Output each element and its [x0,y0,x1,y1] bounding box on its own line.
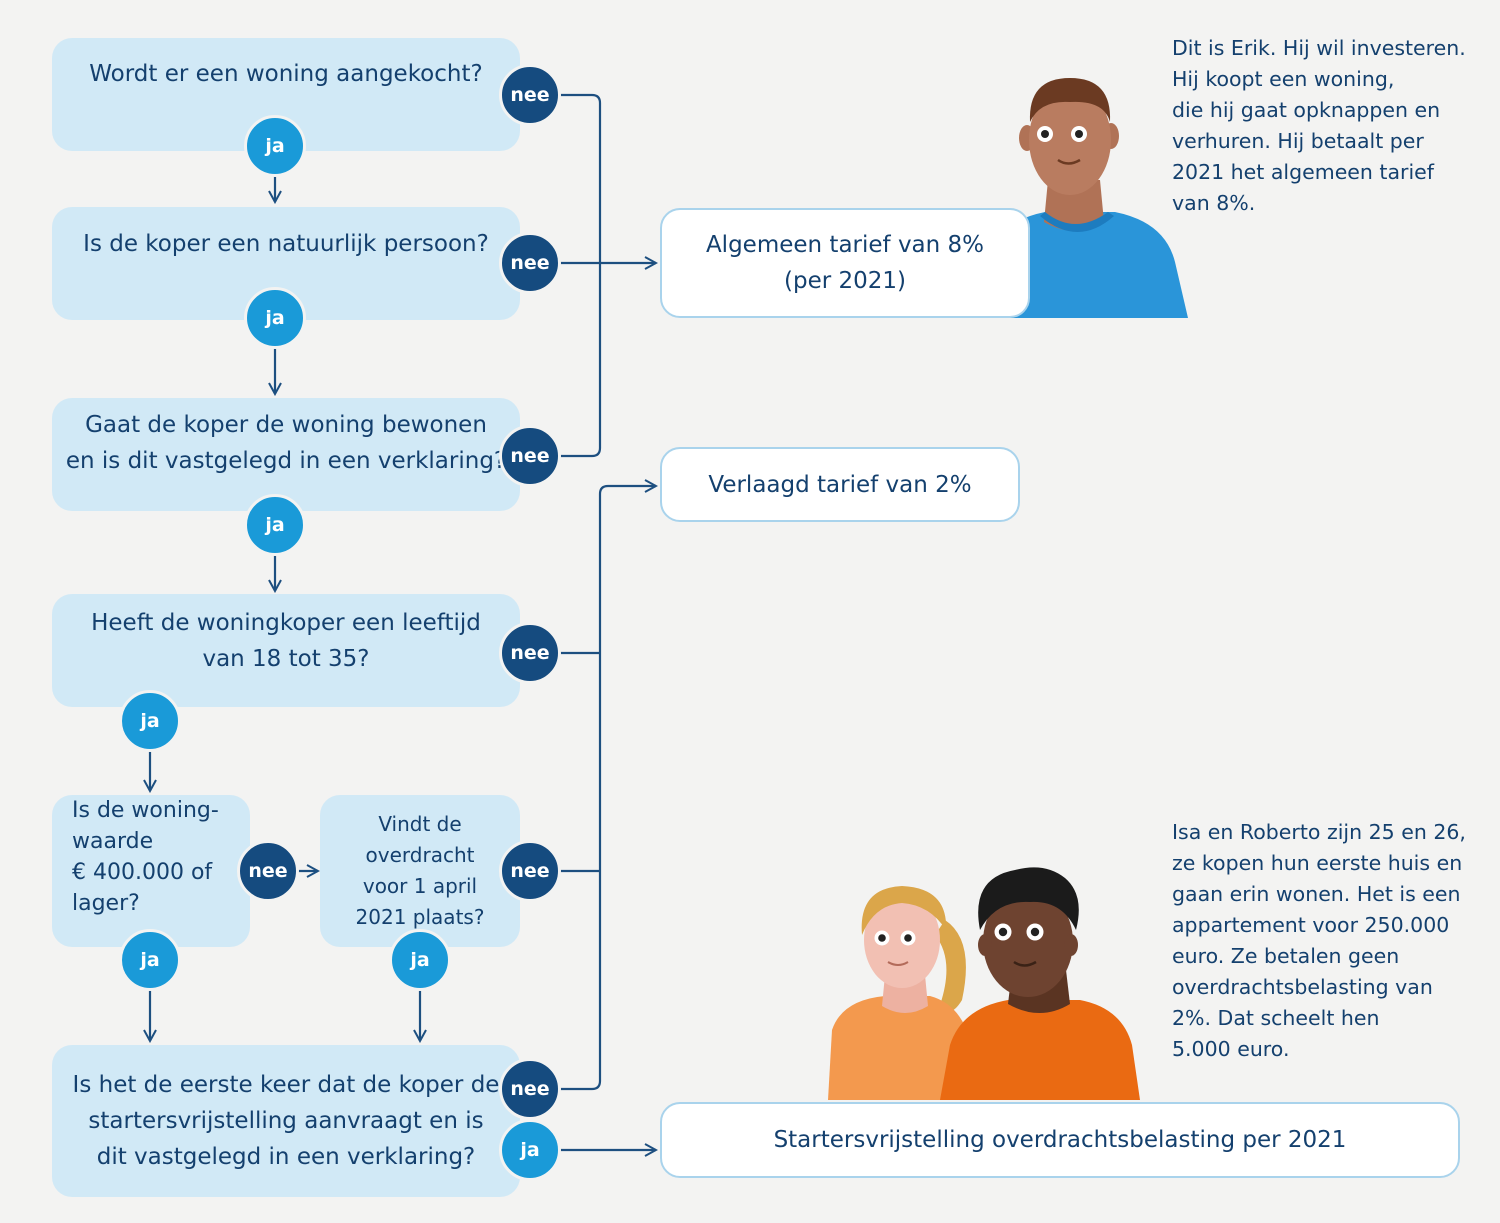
question-text-line: waarde [72,829,154,854]
nee-line-reduced [558,486,656,1091]
question-text-line: van 18 tot 35? [202,645,370,672]
question-text-line: startersvrijstelling aanvraagt en is [88,1108,484,1134]
question-text-line: Is het de eerste keer dat de koper de [72,1072,500,1098]
story-line: Dit is Erik. Hij wil investeren. [1172,36,1466,60]
question-text: Wordt er een woning aangekocht? [89,60,483,87]
story-line: gaan erin wonen. Het is een [1172,882,1461,906]
story-line: die hij gaat opknappen en [1172,98,1441,122]
question-eerste-keer: Is het de eerste keer dat de koper de st… [52,1045,520,1197]
story-line: euro. Ze betalen geen [1172,944,1400,968]
ja-badge-q3: ja [244,494,306,556]
roberto-illustration [940,867,1140,1100]
question-text-line: Is de woning- [72,798,219,823]
nee-badge-q7: nee [499,1058,561,1120]
story-line: 2%. Dat scheelt hen [1172,1006,1380,1030]
story-line: verhuren. Hij betaalt per [1172,129,1424,153]
question-text-line: Gaat de koper de woning bewonen [85,411,487,438]
question-text-line: en is dit vastgelegd in een verklaring? [65,447,507,474]
result-text-line: Algemeen tarief van 8% [705,232,985,258]
result-algemeen-tarief: Algemeen tarief van 8% (per 2021) [660,208,1030,318]
ja-badge-q7: ja [499,1119,561,1181]
nee-badge-q4: nee [499,622,561,684]
nee-badge-q1: nee [499,64,561,126]
story-line: ze kopen hun eerste huis en [1172,851,1463,875]
nee-line-q1 [558,93,602,458]
ja-badge-q2: ja [244,287,306,349]
result-startersvrijstelling: Startersvrijstelling overdrachtsbelastin… [660,1102,1460,1178]
question-text-line: 2021 plaats? [355,905,485,929]
question-text-line: € 400.000 of [72,860,213,885]
result-verlaagd-tarief: Verlaagd tarief van 2% [660,447,1020,522]
story-line: 2021 het algemeen tarief [1172,160,1434,184]
nee-badge-q3: nee [499,425,561,487]
ja-badge-q6: ja [389,929,451,991]
question-text-line: dit vastgelegd in een verklaring? [96,1144,476,1170]
question-text-line: lager? [72,891,140,916]
isa-illustration [828,886,972,1100]
couple-story: Isa en Roberto zijn 25 en 26, ze kopen h… [1172,817,1466,1065]
story-line: Hij koopt een woning, [1172,67,1395,91]
question-woningwaarde: Is de woning- waarde € 400.000 of lager? [52,795,250,947]
story-line: 5.000 euro. [1172,1037,1290,1061]
ja-badge-q5: ja [119,929,181,991]
result-text: Startersvrijstelling overdrachtsbelastin… [773,1127,1347,1153]
question-text-line: voor 1 april [362,874,478,898]
result-text-line: (per 2021) [784,268,906,294]
ja-badge-q4: ja [119,690,181,752]
question-woning-bewonen: Gaat de koper de woning bewonen en is di… [52,398,520,511]
question-text: Is de koper een natuurlijk persoon? [83,230,489,257]
story-line: van 8%. [1172,191,1256,215]
question-overdracht-datum: Vindt de overdracht voor 1 april 2021 pl… [320,795,520,947]
nee-badge-q2: nee [499,232,561,294]
result-text: Verlaagd tarief van 2% [708,471,972,498]
question-text-line: Vindt de [378,812,462,836]
nee-badge-q5: nee [237,840,299,902]
ja-badge-q1: ja [244,115,306,177]
nee-badge-q6: nee [499,840,561,902]
question-leeftijd: Heeft de woningkoper een leeftijd van 18… [52,594,520,707]
story-line: Isa en Roberto zijn 25 en 26, [1172,820,1466,844]
question-text-line: Heeft de woningkoper een leeftijd [91,609,481,636]
story-line: appartement voor 250.000 [1172,913,1450,937]
story-line: overdrachtsbelasting van [1172,975,1433,999]
erik-story: Dit is Erik. Hij wil investeren. Hij koo… [1172,33,1466,219]
question-text-line: overdracht [365,843,475,867]
